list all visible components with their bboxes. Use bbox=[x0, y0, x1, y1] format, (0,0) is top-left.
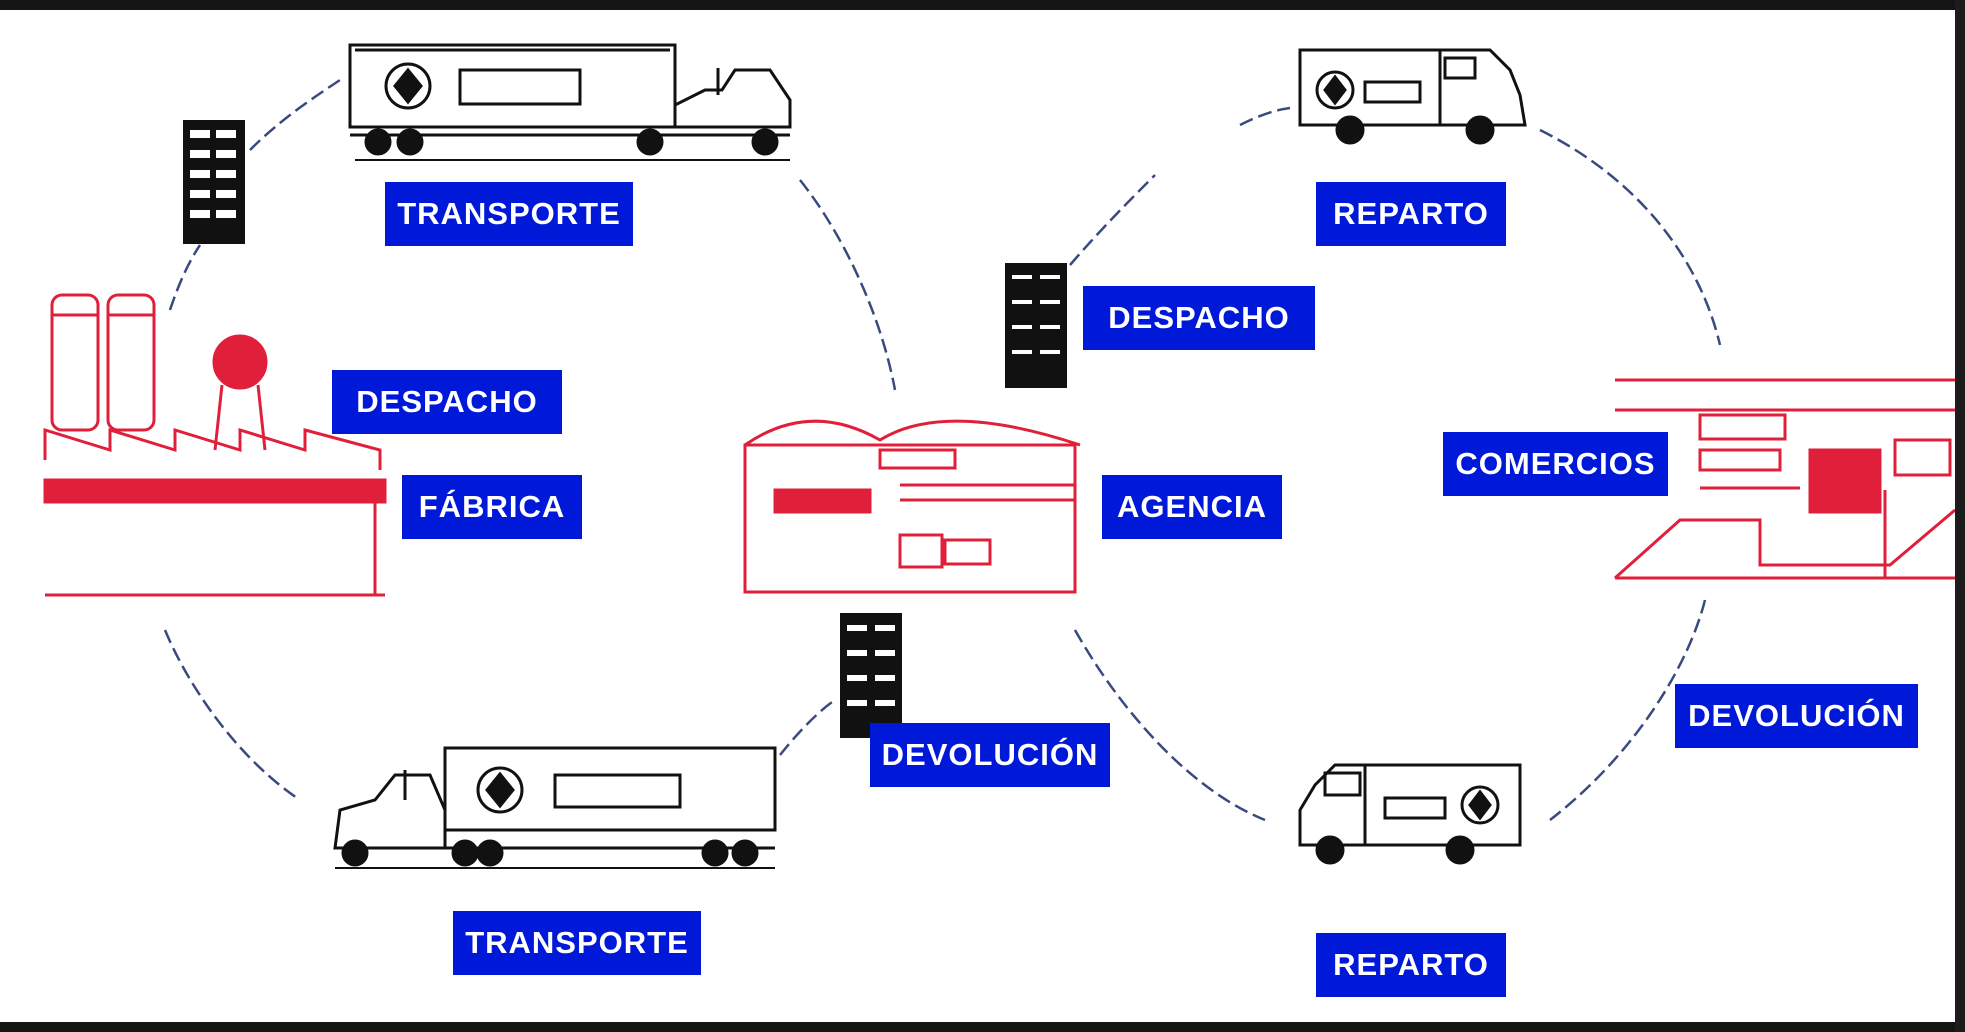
water-tower bbox=[212, 334, 268, 390]
trailer-name-plate bbox=[553, 773, 682, 809]
label-comercios: COMERCIOS bbox=[1443, 432, 1668, 496]
label-devolucion-center: DEVOLUCIÓN bbox=[870, 723, 1110, 787]
arc-agency-to-reparto-bottom bbox=[1073, 629, 1266, 822]
van-name-plate bbox=[1363, 80, 1422, 104]
window-edge bbox=[1955, 0, 1965, 1032]
trailer-truck-top bbox=[348, 43, 792, 161]
label-agencia: AGENCIA bbox=[1102, 475, 1282, 539]
label-reparto-top: REPARTO bbox=[1316, 182, 1506, 246]
arc-factory-to-transport bbox=[168, 244, 202, 311]
label-despacho-left: DESPACHO bbox=[332, 370, 562, 434]
trailer-name-plate bbox=[458, 68, 582, 106]
logo-icon bbox=[1315, 70, 1355, 110]
shop-building bbox=[1614, 378, 1955, 580]
factory-band bbox=[43, 478, 387, 504]
arc-transport-to-agency bbox=[799, 179, 897, 391]
wheels bbox=[1315, 835, 1475, 865]
label-transporte-bottom: TRANSPORTE bbox=[453, 911, 701, 975]
delivery-van-bottom bbox=[1298, 763, 1522, 865]
shop-sign bbox=[1698, 413, 1787, 441]
truck-cab bbox=[333, 773, 447, 850]
diagram-canvas: TRANSPORTE DESPACHO FÁBRICA DESPACHO AGE… bbox=[0, 10, 1955, 1022]
wheels bbox=[1335, 115, 1495, 145]
agency-roof bbox=[744, 419, 1081, 447]
arc-top-left bbox=[249, 78, 341, 151]
wheels bbox=[364, 128, 779, 156]
logo-icon bbox=[476, 766, 524, 814]
loading-door bbox=[773, 488, 872, 514]
factory-building bbox=[43, 293, 387, 597]
arc-reparto-top-entry bbox=[1239, 106, 1291, 127]
logo-icon bbox=[1460, 785, 1500, 825]
wheels bbox=[341, 839, 759, 867]
cycle-arrows bbox=[163, 78, 1722, 822]
arc-reparto-to-comercios bbox=[1539, 128, 1722, 346]
label-reparto-bottom: REPARTO bbox=[1316, 933, 1506, 997]
shop-window bbox=[1808, 448, 1882, 514]
agency-sign bbox=[878, 448, 957, 470]
label-despacho-center: DESPACHO bbox=[1083, 286, 1315, 350]
sawtooth-roof bbox=[43, 427, 382, 470]
agency-building bbox=[743, 419, 1081, 594]
shop-steps bbox=[1614, 508, 1955, 580]
label-transporte-top: TRANSPORTE bbox=[385, 182, 633, 246]
arc-bottom-left bbox=[163, 629, 301, 802]
delivery-van-top bbox=[1298, 48, 1527, 145]
label-fabrica: FÁBRICA bbox=[402, 475, 582, 539]
return-rack-icon bbox=[840, 613, 902, 738]
diagram-graphics bbox=[43, 43, 1955, 869]
logo-icon bbox=[384, 62, 432, 110]
silo-1 bbox=[50, 293, 100, 432]
arc-bottom-to-agency bbox=[779, 698, 836, 756]
trailer-truck-bottom bbox=[333, 746, 777, 869]
arc-comercios-to-devolucion bbox=[1549, 599, 1707, 821]
silo-2 bbox=[106, 293, 156, 432]
label-devolucion-right: DEVOLUCIÓN bbox=[1675, 684, 1918, 748]
truck-cab bbox=[673, 68, 792, 129]
dispatch-rack-icon bbox=[1005, 263, 1067, 388]
van-name-plate bbox=[1383, 796, 1447, 820]
bread-rack-icon bbox=[183, 120, 245, 244]
arc-agency-to-despacho bbox=[1069, 174, 1156, 266]
